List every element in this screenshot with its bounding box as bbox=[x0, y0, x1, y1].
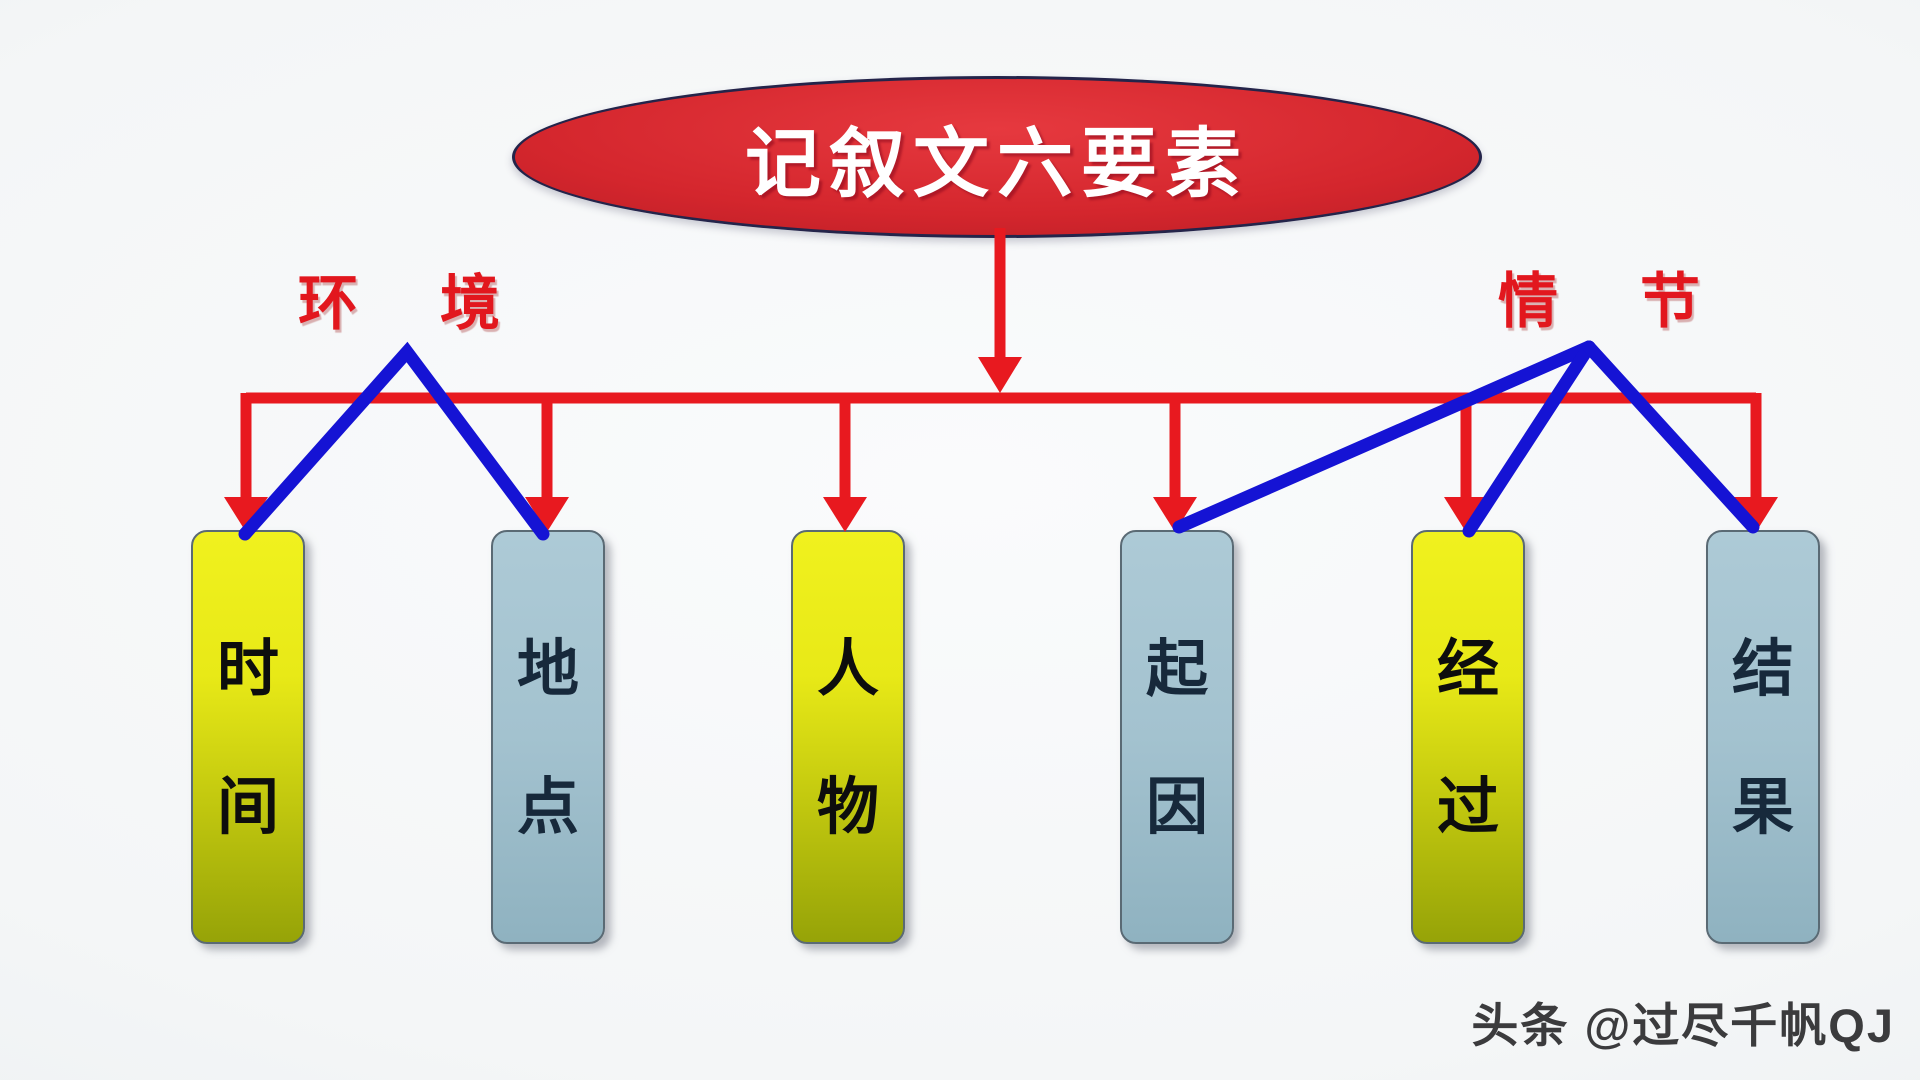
box-process-char2: 过 bbox=[1436, 774, 1499, 842]
drop-arrow-cause-head bbox=[1153, 497, 1197, 532]
box-place: 地 点 bbox=[491, 530, 605, 944]
box-person: 人 物 bbox=[791, 530, 905, 944]
label-plot-char2: 节 bbox=[1640, 269, 1700, 335]
label-plot: 情 节 bbox=[1498, 270, 1700, 334]
box-time: 时 间 bbox=[191, 530, 305, 944]
trunk-arrow-head bbox=[978, 357, 1022, 393]
box-time-char2: 间 bbox=[216, 774, 279, 842]
diagram-title: 记叙文六要素 bbox=[745, 123, 1249, 207]
box-process: 经 过 bbox=[1411, 530, 1525, 944]
environment-branch-line bbox=[238, 341, 550, 541]
drop-arrow-person-head bbox=[823, 497, 867, 532]
box-result-char2: 果 bbox=[1731, 774, 1794, 842]
box-cause-char2: 因 bbox=[1145, 774, 1208, 842]
label-plot-char1: 情 bbox=[1498, 269, 1558, 335]
box-result-char1: 结 bbox=[1731, 636, 1794, 704]
box-person-char1: 人 bbox=[816, 636, 879, 704]
blue-branch-lines bbox=[238, 340, 1760, 541]
box-cause-char1: 起 bbox=[1145, 636, 1208, 704]
watermark-text: 头条 @过尽千帆QJ bbox=[1471, 999, 1895, 1052]
plot-branch-line-process bbox=[1462, 340, 1596, 538]
label-environment: 环 境 bbox=[298, 272, 500, 336]
drop-arrow-process-head bbox=[1444, 497, 1488, 532]
box-cause: 起 因 bbox=[1120, 530, 1234, 944]
box-person-char2: 物 bbox=[816, 774, 879, 842]
title-ellipse: 记叙文六要素 bbox=[512, 76, 1482, 238]
label-environment-char2: 境 bbox=[440, 271, 500, 337]
drop-arrow-result-head bbox=[1734, 497, 1778, 532]
box-place-char2: 点 bbox=[516, 774, 579, 842]
label-environment-char1: 环 bbox=[298, 271, 358, 337]
box-process-char1: 经 bbox=[1436, 636, 1499, 704]
drop-arrow-time-head bbox=[224, 497, 268, 532]
box-time-char1: 时 bbox=[216, 636, 279, 704]
plot-branch-line-result bbox=[1582, 340, 1760, 534]
box-place-char1: 地 bbox=[516, 636, 579, 704]
plot-branch-line-cause bbox=[1172, 340, 1596, 534]
box-result: 结 果 bbox=[1706, 530, 1820, 944]
drop-arrow-place-head bbox=[525, 497, 569, 532]
